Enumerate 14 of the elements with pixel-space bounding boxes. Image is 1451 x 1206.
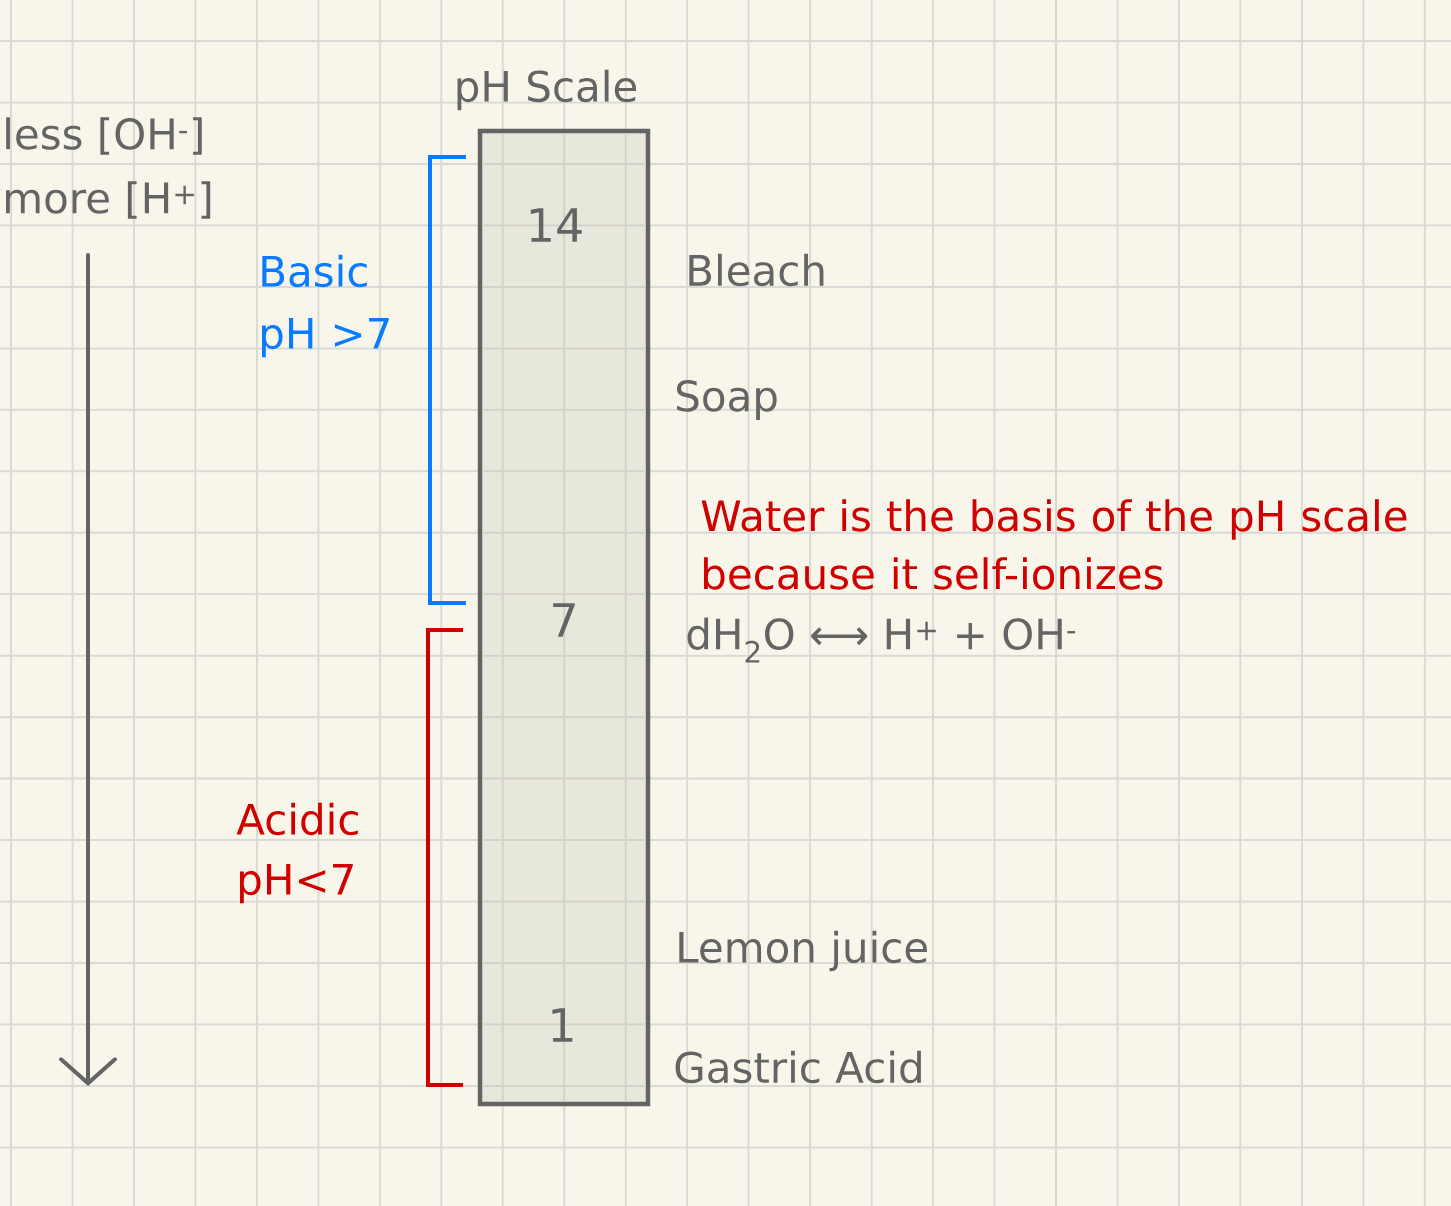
concentration-note: less [OH$^{-}$] bbox=[6, 117, 202, 155]
substance-label: Gastric Acid bbox=[675, 1050, 921, 1084]
range-label: Acidic pH<7 bbox=[236, 802, 358, 904]
equation: dH$_{2}$O ⟷ H$^{+}$ + OH$^{-}$ bbox=[687, 617, 1076, 663]
substance-label: Bleach bbox=[689, 253, 824, 287]
scale-value: 7 bbox=[553, 603, 575, 637]
concentration-note: more [H$^{+}$] bbox=[6, 181, 211, 219]
scale-value: 14 bbox=[530, 208, 582, 242]
substance-label: Lemon juice bbox=[679, 930, 927, 972]
scale-value: 1 bbox=[552, 1008, 573, 1042]
range-label: Basic pH >7 bbox=[262, 254, 389, 358]
note-text: Water is the basis of the pH scale because it self-ionizes bbox=[701, 499, 1407, 590]
scale-title: pH Scale bbox=[457, 69, 637, 111]
substance-label: Soap bbox=[677, 380, 777, 420]
